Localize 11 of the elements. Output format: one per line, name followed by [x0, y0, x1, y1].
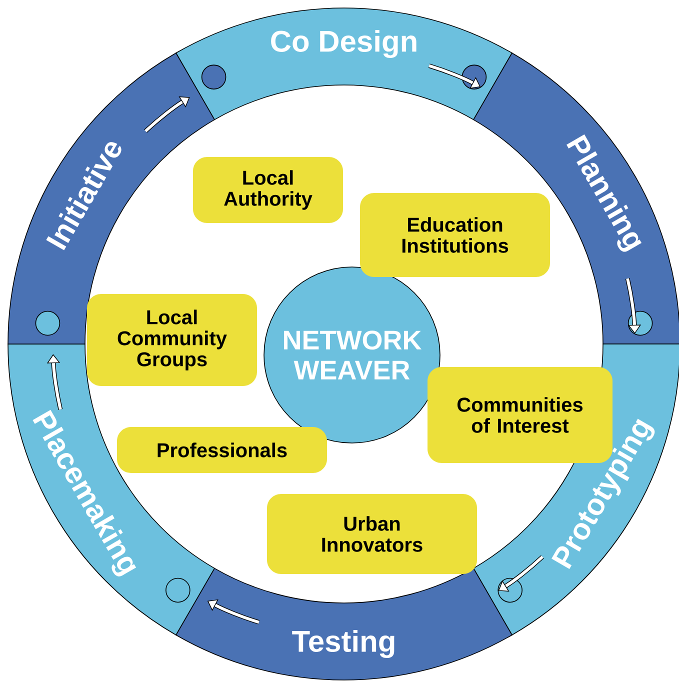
highlight-label: Local Community Groups — [87, 294, 257, 386]
ring-segment: Co Design — [176, 8, 512, 120]
ring-segment: Testing — [176, 568, 512, 680]
highlight-label: Education Institutions — [360, 193, 550, 277]
arrow — [46, 354, 63, 410]
arrow — [625, 278, 642, 334]
highlight-label: Local Authority — [193, 157, 343, 223]
highlight-label: Urban Innovators — [267, 494, 477, 574]
highlight-label: Professionals — [117, 427, 327, 473]
arrow — [498, 555, 544, 592]
arrow — [144, 96, 190, 133]
